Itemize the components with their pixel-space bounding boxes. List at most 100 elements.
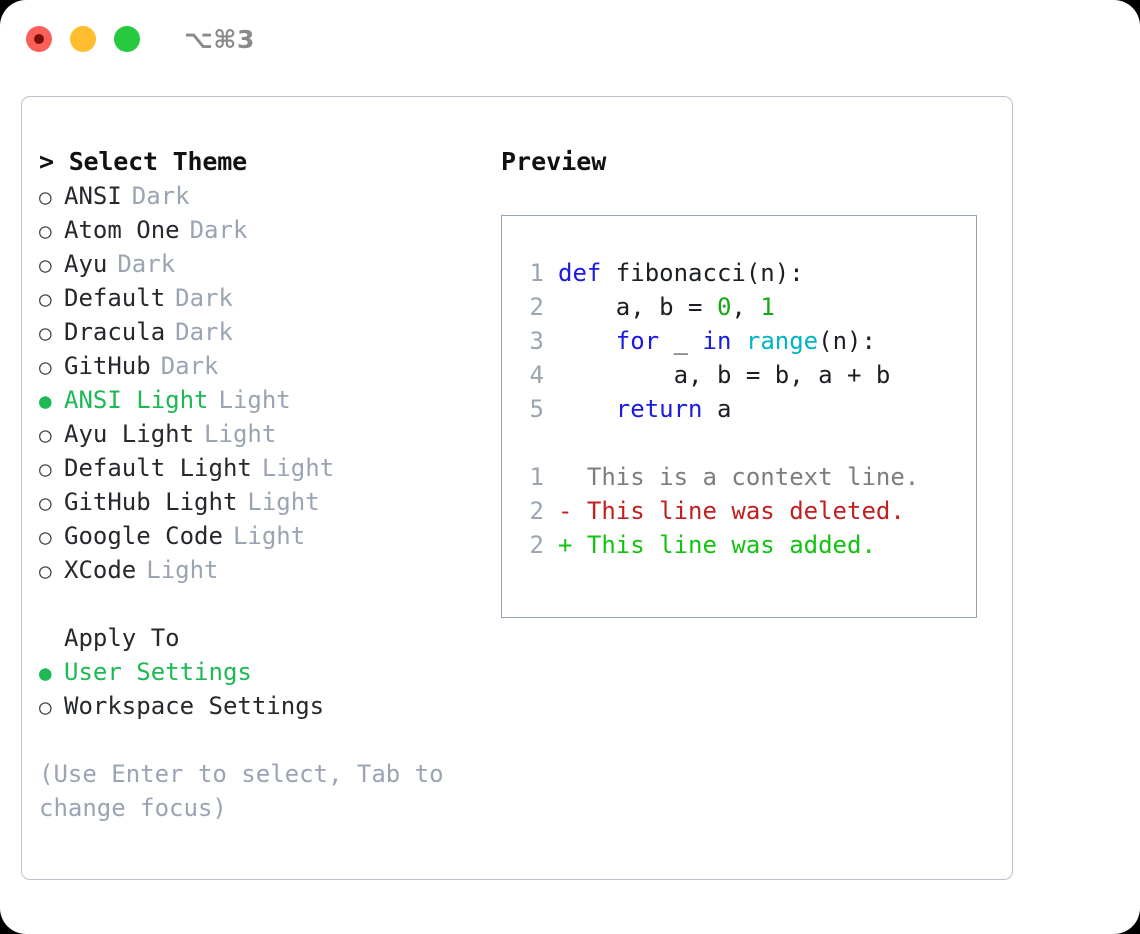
theme-option-row[interactable]: ○ ANSI Dark [39, 179, 489, 213]
apply-to-option-label: User Settings [64, 658, 252, 686]
theme-option-kind-badge: Light [146, 556, 219, 584]
radio-unselected-icon[interactable]: ○ [39, 525, 52, 549]
code-line-content: return a [558, 392, 732, 426]
code-line-content: def fibonacci(n): [558, 256, 804, 290]
apply-to-option-row[interactable]: ● User Settings [39, 655, 489, 689]
code-line-content: a, b = b, a + b [558, 358, 891, 392]
code-token: a, b = b, a + b [558, 361, 891, 389]
apply-to-option-label: Workspace Settings [64, 692, 325, 720]
theme-option-kind-badge: Dark [131, 182, 190, 210]
close-button-icon[interactable] [26, 26, 52, 52]
minimize-button-icon[interactable] [70, 26, 96, 52]
code-token [558, 327, 616, 355]
code-token: a [702, 395, 732, 423]
theme-option-label: Ayu [64, 250, 108, 278]
radio-unselected-icon[interactable]: ○ [39, 457, 52, 481]
code-token: 1 [760, 293, 775, 321]
diff-line-number: 2 [529, 531, 544, 559]
diff-line-number: 1 [529, 463, 544, 491]
code-line-content: for _ in range(n): [558, 324, 876, 358]
theme-option-label: XCode [64, 556, 137, 584]
theme-option-label: GitHub Light [64, 488, 238, 516]
theme-option-label: Atom One [64, 216, 180, 244]
preview-title: Preview [501, 147, 607, 176]
diff-marker: + [558, 531, 587, 559]
radio-unselected-icon[interactable]: ○ [39, 185, 52, 209]
theme-option-row[interactable]: ○ Ayu Light Light [39, 417, 489, 451]
radio-unselected-icon[interactable]: ○ [39, 355, 52, 379]
code-token [731, 327, 745, 355]
theme-option-label: Default Light [64, 454, 252, 482]
radio-unselected-icon[interactable]: ○ [39, 423, 52, 447]
theme-option-kind-badge: Dark [160, 352, 219, 380]
theme-option-kind-badge: Dark [117, 250, 176, 278]
theme-option-kind-badge: Light [232, 522, 306, 550]
diff-marker [558, 460, 587, 494]
window-titlebar: ⌥⌘3 [0, 0, 1140, 78]
theme-option-row[interactable]: ○ Default Dark [39, 281, 489, 315]
theme-option-label: Ayu Light [64, 420, 195, 448]
apply-to-option-list: ● User Settings ○ Workspace Settings [39, 655, 489, 723]
code-token: for [615, 327, 660, 355]
code-token: , [731, 293, 761, 321]
theme-option-row[interactable]: ○ Ayu Dark [39, 247, 489, 281]
theme-option-label: ANSI Light [64, 386, 209, 414]
radio-unselected-icon[interactable]: ○ [39, 253, 52, 277]
code-token: return [615, 395, 703, 423]
theme-option-kind-badge: Light [204, 420, 277, 448]
code-line-number: 3 [529, 327, 544, 355]
code-token: (n): [818, 327, 876, 355]
maximize-button-icon[interactable] [114, 26, 140, 52]
radio-unselected-icon[interactable]: ○ [39, 287, 52, 311]
theme-option-row[interactable]: ○ Default Light Light [39, 451, 489, 485]
traffic-lights [26, 26, 140, 52]
radio-unselected-icon[interactable]: ○ [39, 559, 52, 583]
code-token: a, b = [558, 293, 717, 321]
code-line-number: 2 [529, 293, 544, 321]
theme-option-label: Default [64, 284, 166, 312]
theme-option-label: Dracula [64, 318, 166, 346]
diff-marker: - [558, 497, 587, 525]
diff-line-text: This line was added. [586, 531, 876, 559]
radio-selected-icon[interactable]: ● [39, 661, 52, 685]
theme-option-kind-badge: Dark [175, 284, 233, 312]
code-token: fibonacci(n): [601, 259, 804, 287]
radio-unselected-icon[interactable]: ○ [39, 491, 52, 515]
code-line-number: 5 [529, 395, 544, 423]
theme-option-row[interactable]: ○ Dracula Dark [39, 315, 489, 349]
radio-unselected-icon[interactable]: ○ [39, 219, 52, 243]
page-title: > Select Theme [39, 147, 247, 176]
theme-option-row[interactable]: ○ XCode Light [39, 553, 489, 587]
keyboard-hint-text: (Use Enter to select, Tab to change focu… [39, 760, 459, 822]
theme-option-label: ANSI [64, 182, 122, 210]
radio-selected-icon[interactable]: ● [39, 389, 52, 413]
radio-unselected-icon[interactable]: ○ [39, 321, 52, 345]
theme-option-row[interactable]: ○ Atom One Dark [39, 213, 489, 247]
radio-unselected-icon[interactable]: ○ [39, 695, 52, 719]
code-token: def [558, 259, 602, 287]
theme-option-kind-badge: Dark [175, 318, 233, 346]
diff-line-text: This is a context line. [586, 463, 920, 491]
diff-line-text: This line was deleted. [586, 497, 905, 525]
code-line: 4 a, b = b, a + b [520, 358, 968, 392]
apply-to-section: Apply To ●User Settings○Workspace Settin… [39, 621, 489, 723]
theme-option-row[interactable]: ○ GitHub Dark [39, 349, 489, 383]
theme-option-kind-badge: Light [261, 454, 335, 482]
theme-option-kind-badge: Dark [189, 216, 248, 244]
apply-to-option-row[interactable]: ○ Workspace Settings [39, 689, 489, 723]
code-line-content: a, b = 0, 1 [558, 290, 775, 324]
keyboard-shortcut-label: ⌥⌘3 [184, 24, 255, 54]
theme-option-label: GitHub [64, 352, 151, 380]
code-line: 5 return a [520, 392, 968, 426]
